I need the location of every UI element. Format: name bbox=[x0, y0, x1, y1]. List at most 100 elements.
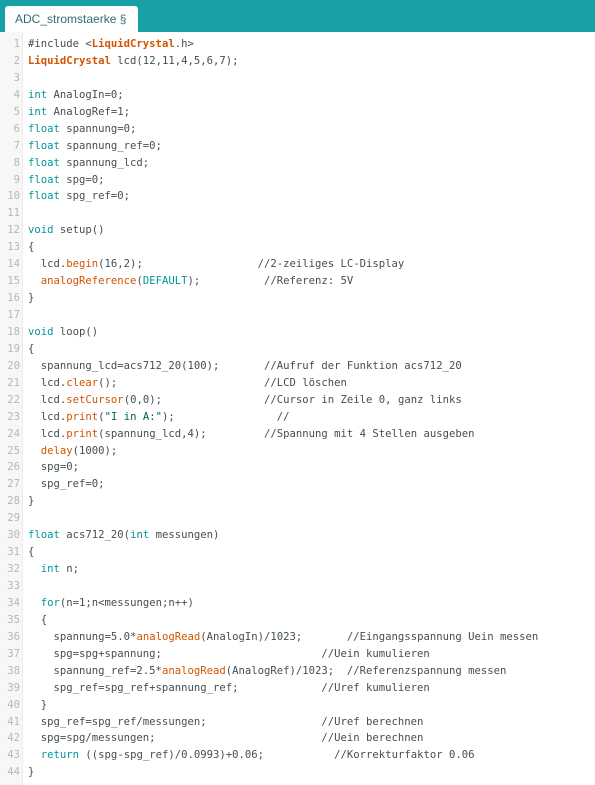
code-token: ( bbox=[98, 410, 105, 423]
line-number: 42 bbox=[7, 732, 20, 745]
code-text: float spannung_ref=0; bbox=[28, 138, 162, 155]
code-line[interactable]: 33 bbox=[0, 578, 595, 595]
code-line[interactable]: 23 lcd.print("I in A:"); // bbox=[0, 409, 595, 426]
code-token: spannung=5.0* bbox=[28, 630, 137, 643]
line-number: 9 bbox=[13, 173, 20, 186]
code-line[interactable]: 40 } bbox=[0, 697, 595, 714]
code-line[interactable]: 21 lcd.clear(); //LCD löschen bbox=[0, 375, 595, 392]
line-number: 36 bbox=[7, 630, 20, 643]
code-text: { bbox=[28, 239, 34, 256]
code-token: { bbox=[28, 342, 35, 355]
code-line[interactable]: 26 spg=0; bbox=[0, 459, 595, 476]
line-number: 33 bbox=[7, 580, 20, 592]
code-text: int AnalogRef=1; bbox=[28, 104, 130, 121]
code-line[interactable]: 11 bbox=[0, 205, 595, 222]
code-line[interactable]: 31{ bbox=[0, 544, 595, 561]
line-number: 10 bbox=[7, 190, 20, 203]
code-token: int bbox=[130, 529, 150, 542]
code-token: spannung_lcd; bbox=[59, 156, 150, 169]
line-number: 29 bbox=[7, 512, 20, 525]
code-token: ( bbox=[136, 275, 143, 288]
code-token: (); //LCD löschen bbox=[98, 376, 347, 389]
line-number: 26 bbox=[7, 461, 20, 474]
code-line[interactable]: 39 spg_ref=spg_ref+spannung_ref; //Uref … bbox=[0, 680, 595, 697]
line-number: 21 bbox=[7, 376, 20, 389]
line-number: 39 bbox=[7, 681, 20, 694]
code-line[interactable]: 20 spannung_lcd=acs712_20(100); //Aufruf… bbox=[0, 358, 595, 375]
code-line[interactable]: 34 for(n=1;n<messungen;n++) bbox=[0, 595, 595, 612]
code-line[interactable]: 35 { bbox=[0, 612, 595, 629]
code-token bbox=[28, 749, 41, 761]
code-token: spg=0; bbox=[59, 173, 105, 186]
code-line[interactable]: 37 spg=spg+spannung; //Uein kumulieren bbox=[0, 646, 595, 663]
code-token: spannung_lcd=acs712_20(100); //Aufruf de… bbox=[28, 359, 462, 372]
code-token: loop() bbox=[53, 325, 99, 338]
code-line[interactable]: 17 bbox=[0, 307, 595, 324]
code-token: setCursor bbox=[66, 393, 124, 406]
line-number: 13 bbox=[7, 241, 20, 254]
code-token: (0,0); //Cursor in Zeile 0, ganz links bbox=[123, 393, 462, 406]
code-token: analogRead bbox=[136, 630, 201, 643]
code-line[interactable]: 15 analogReference(DEFAULT); //Referenz:… bbox=[0, 273, 595, 290]
code-line[interactable]: 32 int n; bbox=[0, 561, 595, 578]
code-line[interactable]: 1#include <LiquidCrystal.h> bbox=[0, 36, 595, 53]
code-token: lcd. bbox=[28, 427, 67, 440]
line-number: 30 bbox=[7, 529, 20, 542]
code-text: spg=spg+spannung; //Uein kumulieren bbox=[28, 646, 430, 663]
code-token: LiquidCrystal bbox=[91, 38, 175, 50]
line-number: 17 bbox=[7, 309, 20, 321]
code-text: void loop() bbox=[28, 324, 98, 341]
line-number: 14 bbox=[7, 258, 20, 271]
line-number: 2 bbox=[13, 54, 20, 67]
line-number: 25 bbox=[7, 444, 20, 457]
tab-sketch[interactable]: ADC_stromstaerke § bbox=[5, 6, 138, 32]
code-line[interactable]: 43 return ((spg-spg_ref)/0.0993)+0.06; /… bbox=[0, 747, 595, 764]
code-text: spannung=5.0*analogRead(AnalogIn)/1023; … bbox=[28, 629, 539, 646]
code-text: delay(1000); bbox=[28, 443, 118, 460]
line-number: 23 bbox=[7, 410, 20, 423]
code-line[interactable]: 22 lcd.setCursor(0,0); //Cursor in Zeile… bbox=[0, 392, 595, 409]
code-text: lcd.print("I in A:"); // bbox=[28, 409, 290, 426]
code-token: int bbox=[28, 105, 48, 118]
code-line[interactable]: 44} bbox=[0, 764, 595, 781]
code-line[interactable]: 3 bbox=[0, 70, 595, 87]
code-token: } bbox=[28, 698, 48, 711]
line-number: 1 bbox=[13, 38, 20, 50]
code-token: spannung_ref=2.5* bbox=[28, 664, 162, 677]
code-line[interactable]: 16} bbox=[0, 290, 595, 307]
code-token: spg_ref=spg_ref/messungen; //Uref berech… bbox=[28, 715, 424, 728]
code-token: (16,2); //2-zeiliges LC-Display bbox=[98, 258, 405, 271]
code-line[interactable]: 19{ bbox=[0, 341, 595, 358]
code-line[interactable]: 38 spannung_ref=2.5*analogRead(AnalogRef… bbox=[0, 663, 595, 680]
code-line[interactable]: 29 bbox=[0, 510, 595, 527]
code-line[interactable]: 14 lcd.begin(16,2); //2-zeiliges LC-Disp… bbox=[0, 256, 595, 273]
code-line[interactable]: 27 spg_ref=0; bbox=[0, 476, 595, 493]
code-line[interactable]: 36 spannung=5.0*analogRead(AnalogIn)/102… bbox=[0, 629, 595, 646]
code-line[interactable]: 13 { bbox=[0, 239, 595, 256]
code-line[interactable]: 25 delay(1000); bbox=[0, 443, 595, 460]
code-text: return ((spg-spg_ref)/0.0993)+0.06; //Ko… bbox=[28, 747, 475, 764]
code-token: ((spg-spg_ref)/0.0993)+0.06; //Korrektur… bbox=[79, 749, 475, 762]
line-number: 27 bbox=[7, 478, 20, 491]
code-token: void bbox=[28, 325, 54, 338]
code-line[interactable]: 41 spg_ref=spg_ref/messungen; //Uref ber… bbox=[0, 714, 595, 731]
code-line[interactable]: 24 lcd.print(spannung_lcd,4); //Spannung… bbox=[0, 426, 595, 443]
code-text: spg_ref=spg_ref+spannung_ref; //Uref kum… bbox=[28, 680, 430, 697]
code-token bbox=[28, 445, 41, 457]
code-line[interactable]: 28} bbox=[0, 493, 595, 510]
code-text: analogReference(DEFAULT); //Referenz: 5V bbox=[28, 273, 354, 290]
code-token: (spannung_lcd,4); //Spannung mit 4 Stell… bbox=[98, 427, 475, 440]
code-line[interactable]: 42 spg=spg/messungen; //Uein berechnen bbox=[0, 730, 595, 747]
